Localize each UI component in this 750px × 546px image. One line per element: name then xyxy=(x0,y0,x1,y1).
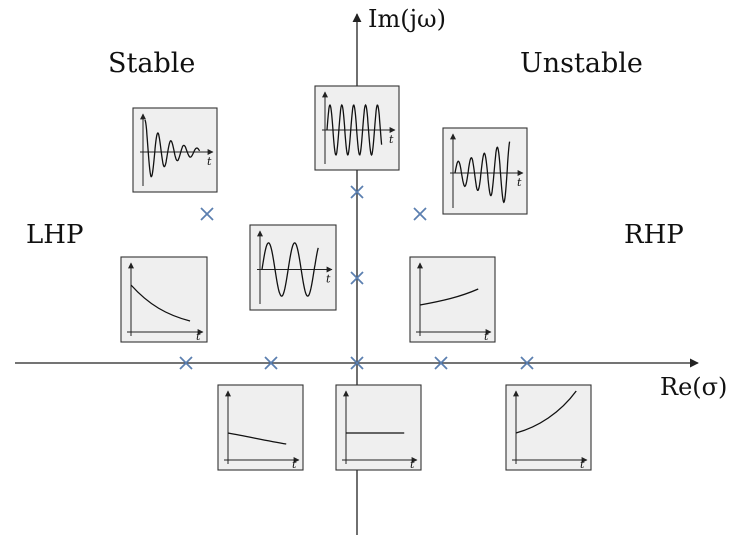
pole-marker-imag-low xyxy=(350,271,364,285)
time-axis-label: t xyxy=(580,458,585,471)
time-axis-label: t xyxy=(484,330,489,343)
time-axis-label: t xyxy=(326,273,331,286)
pole-marker-origin xyxy=(350,356,364,370)
response-exponential-decay-fast: t xyxy=(120,256,208,343)
real-axis-label: Re(σ) xyxy=(660,373,728,401)
response-exponential-growth-fast: t xyxy=(505,384,592,471)
rhp-label: RHP xyxy=(624,220,684,250)
response-exponential-decay-slow: t xyxy=(217,384,304,471)
pole-marker-imag-high xyxy=(350,185,364,199)
time-axis-label: t xyxy=(207,155,212,168)
time-axis-label: t xyxy=(292,458,297,471)
imag-axis-label: Im(jω) xyxy=(368,5,446,33)
response-sustained-oscillation-fast: t xyxy=(314,85,400,171)
time-axis-label: t xyxy=(410,458,415,471)
pole-marker-right-complex xyxy=(413,207,427,221)
pole-marker-left-near-real xyxy=(264,356,278,370)
pole-marker-left-far-real xyxy=(179,356,193,370)
pole-marker-left-complex xyxy=(200,207,214,221)
pole-marker-right-near-real xyxy=(434,356,448,370)
response-growing-oscillation: t xyxy=(442,127,528,215)
time-axis-label: t xyxy=(196,330,201,343)
pole-marker-right-far-real xyxy=(520,356,534,370)
response-damped-oscillation: t xyxy=(132,107,218,193)
response-constant: t xyxy=(335,384,422,471)
lhp-label: LHP xyxy=(26,220,84,250)
response-exponential-growth-slow: t xyxy=(409,256,496,343)
time-axis-label: t xyxy=(517,176,522,189)
response-sustained-oscillation-slow: t xyxy=(249,224,337,311)
unstable-region-label: Unstable xyxy=(520,48,643,79)
time-axis-label: t xyxy=(389,133,394,146)
stable-region-label: Stable xyxy=(108,48,196,79)
